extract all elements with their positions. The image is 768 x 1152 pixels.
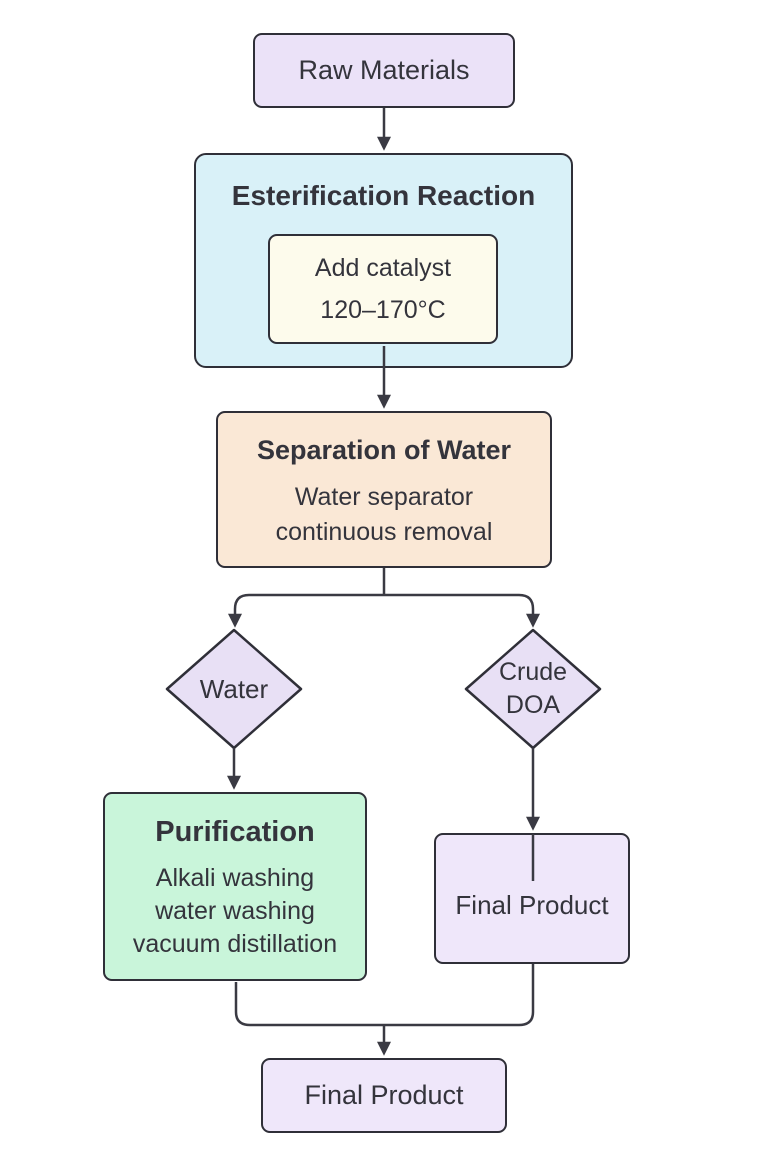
final-product-right-node: Final Product [434,833,630,964]
purification-line3: vacuum distillation [132,930,338,958]
purification-sub: Alkali washing water washing vacuum dist… [133,862,337,961]
final-product-bottom-label: Final Product [304,1080,464,1110]
catalyst-subnode: Add catalyst 120–170°C [268,234,498,344]
raw-materials-node: Raw Materials [253,33,515,108]
crude-doa-line1: Crude [498,658,568,686]
final-product-right-label: Final Product [455,890,609,920]
purification-title: Purification [155,816,315,848]
merge-edge-from-purification [234,982,384,1027]
catalyst-line1: Add catalyst [314,254,452,282]
crude-doa-diamond-label: Crude DOA [466,630,600,748]
separation-node: Separation of Water Water separator cont… [216,411,552,568]
crude-doa-line2: DOA [505,691,561,719]
merge-edge-from-final-product-right [384,964,535,1027]
separation-line1: Water separator [294,483,474,511]
purification-line1: Alkali washing [155,864,315,892]
separation-title: Separation of Water [256,435,512,465]
final-product-bottom-node: Final Product [261,1058,507,1133]
purification-line2: water washing [155,897,315,925]
separation-line2: continuous removal [275,518,493,546]
water-diamond-label: Water [199,673,269,704]
arrow-separation-to-crude-doa [384,593,540,628]
esterification-title: Esterification Reaction [231,180,536,211]
purification-node: Purification Alkali washing water washin… [103,792,367,981]
arrow-separation-to-water [228,593,384,628]
raw-materials-label: Raw Materials [298,55,470,85]
separation-sub: Water separator continuous removal [276,480,493,550]
catalyst-line2: 120–170°C [320,296,446,324]
